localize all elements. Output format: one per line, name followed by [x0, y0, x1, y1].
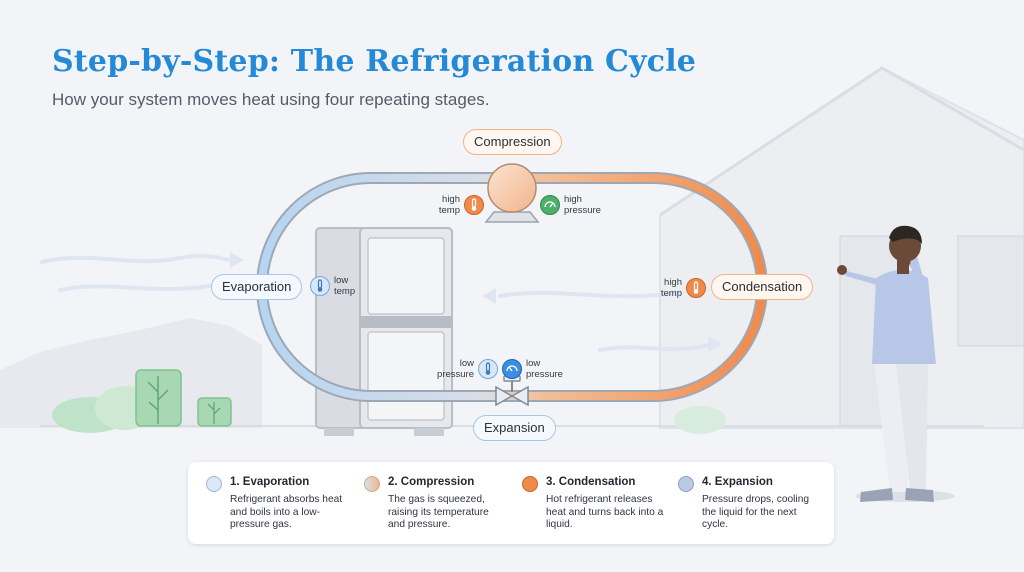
stage-pill-condensation: Condensation: [711, 274, 814, 300]
thermometer-icon: [686, 278, 706, 298]
valve-pressure-left-label: low pressure: [437, 358, 474, 380]
legend-item-description: The gas is squeezed, raising its tempera…: [388, 494, 489, 530]
legend-panel: 1. Evaporation Refrigerant absorbs heat …: [188, 462, 834, 544]
legend-item-title: 4. Expansion: [702, 476, 773, 488]
airflow-arrow-icon: [40, 253, 714, 352]
legend-item-title: 1. Evaporation: [230, 476, 310, 488]
expansion-dot-icon: [678, 476, 694, 492]
refrigerator-icon: [315, 227, 453, 436]
stage-pill-compression: Compression: [463, 129, 562, 155]
tree-icon: [52, 369, 726, 434]
compressor-pressure-label: high pressure: [564, 194, 601, 216]
compressor-temp-label: high temp: [438, 194, 460, 216]
legend-item-description: Hot refrigerant releases heat and turns …: [546, 494, 664, 530]
thermometer-icon: [478, 359, 498, 379]
thermometer-icon: [464, 195, 484, 215]
legend-item-description: Refrigerant absorbs heat and boils into …: [230, 494, 343, 530]
condensation-dot-icon: [522, 476, 538, 492]
stage-pill-expansion: Expansion: [473, 415, 556, 441]
pressure-gauge-icon: [540, 195, 560, 215]
evaporation-dot-icon: [206, 476, 222, 492]
mountain-icon: [0, 318, 262, 428]
evaporator-temp-label: low temp: [334, 275, 356, 297]
compressor-icon: [484, 163, 540, 223]
legend-item-description: Pressure drops, cooling the liquid for t…: [702, 494, 810, 530]
airflow-arrow-heads: [230, 252, 722, 352]
compression-dot-icon: [364, 476, 380, 492]
pressure-gauge-icon: [502, 359, 522, 379]
stage-pill-evaporation: Evaporation: [211, 274, 303, 300]
thermometer-icon: [310, 276, 330, 296]
person-icon: [837, 225, 955, 502]
page-title: Step-by-Step: The Refrigeration Cycle: [52, 44, 697, 79]
legend-item-title: 3. Condensation: [546, 476, 636, 488]
valve-pressure-right-label: low pressure: [526, 358, 563, 380]
legend-item-title: 2. Compression: [388, 476, 475, 488]
page-subtitle: How your system moves heat using four re…: [52, 90, 490, 109]
condenser-temp-label: high temp: [660, 277, 682, 299]
